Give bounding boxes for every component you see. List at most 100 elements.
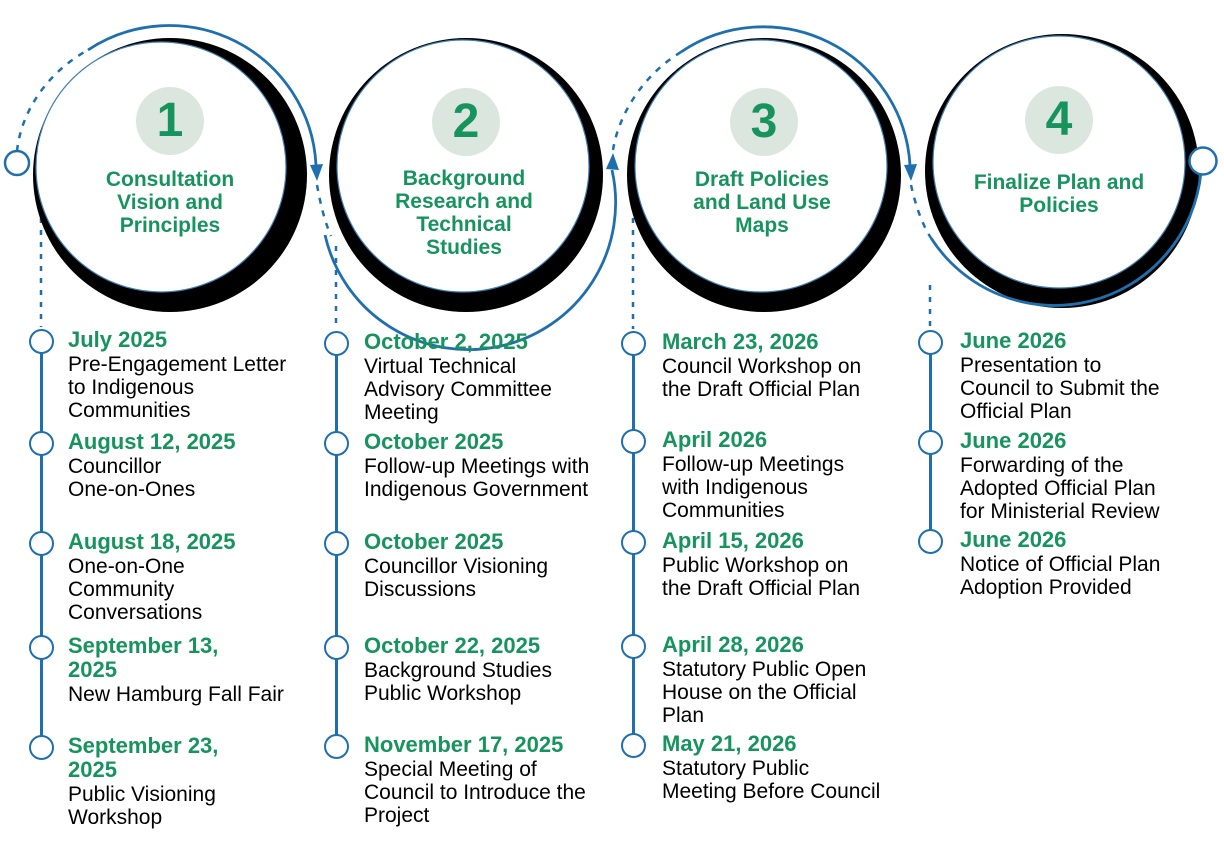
milestone-date: April 28, 2026 bbox=[662, 632, 804, 657]
milestone-description: Presentation to Council to Submit the Of… bbox=[960, 354, 1160, 423]
milestone-bullet bbox=[28, 328, 54, 354]
phase-4-number: 4 bbox=[1025, 86, 1093, 154]
milestone-date: October 2025 bbox=[364, 529, 504, 554]
connector-arc-under-phase-4 bbox=[929, 171, 1203, 307]
milestone-description: Councillor Visioning Discussions bbox=[364, 555, 549, 601]
connector-end-circle bbox=[1188, 146, 1218, 176]
milestone-bullet bbox=[323, 530, 349, 556]
phase-1-face bbox=[35, 41, 287, 293]
phase-2-title: Background Research and Technical Studie… bbox=[395, 167, 533, 259]
phase-2-number: 2 bbox=[432, 88, 500, 156]
phase-3-number: 3 bbox=[730, 88, 798, 156]
milestone-date: October 2025 bbox=[364, 429, 504, 454]
milestone-date: June 2026 bbox=[960, 428, 1067, 453]
phase-3-title: Draft Policies and Land Use Maps bbox=[693, 168, 831, 237]
milestone-description: One-on-One Community Conversations bbox=[68, 555, 203, 624]
connector-start-circle bbox=[3, 149, 31, 177]
milestone-date: September 13, 2025 bbox=[68, 633, 219, 682]
milestone-date: November 17, 2025 bbox=[364, 732, 564, 757]
milestone-date: April 2026 bbox=[662, 427, 768, 452]
connector-arc-over-phase-3 bbox=[680, 25, 912, 166]
connector-arc-over-phase-1 bbox=[87, 24, 318, 166]
milestone-bullet bbox=[323, 634, 349, 660]
milestone-date: August 18, 2025 bbox=[68, 529, 236, 554]
milestone-bullet bbox=[917, 528, 943, 554]
milestone-bullet bbox=[620, 330, 646, 356]
milestone-description: Virtual Technical Advisory Committee Mee… bbox=[364, 355, 552, 424]
milestone-description: New Hamburg Fall Fair bbox=[68, 683, 284, 706]
milestone-bullet bbox=[917, 329, 943, 355]
milestone-date: May 21, 2026 bbox=[662, 731, 797, 756]
milestone-bullet bbox=[323, 430, 349, 456]
milestone-description: Public Visioning Workshop bbox=[68, 783, 216, 829]
connector-dashed-3-4 bbox=[909, 184, 933, 239]
phase-2-face bbox=[336, 39, 590, 293]
milestone-date: October 2, 2025 bbox=[364, 329, 528, 354]
milestone-bullet bbox=[917, 429, 943, 455]
milestone-description: Follow-up Meetings with Indigenous Gover… bbox=[364, 455, 590, 501]
milestone-bullet bbox=[28, 530, 54, 556]
milestone-bullet bbox=[28, 430, 54, 456]
arrow-down-icon bbox=[904, 164, 917, 181]
milestone-bullet bbox=[620, 633, 646, 659]
connector-dashed-2-3 bbox=[611, 50, 682, 151]
milestone-bullet bbox=[620, 529, 646, 555]
milestone-description: Pre-Engagement Letter to Indigenous Comm… bbox=[68, 353, 287, 422]
phase-1-number: 1 bbox=[136, 87, 204, 155]
milestone-date: April 15, 2026 bbox=[662, 528, 804, 553]
milestone-description: Follow-up Meetings with Indigenous Commu… bbox=[662, 453, 845, 522]
phase-1-title: Consultation Vision and Principles bbox=[105, 168, 235, 237]
milestone-date: June 2026 bbox=[960, 328, 1067, 353]
milestone-date: October 22, 2025 bbox=[364, 633, 541, 658]
milestone-description: Councillor One-on-Ones bbox=[68, 455, 196, 501]
milestone-bullet bbox=[620, 428, 646, 454]
milestone-date: September 23, 2025 bbox=[68, 733, 219, 782]
milestone-date: July 2025 bbox=[68, 327, 168, 352]
phase-4-face bbox=[932, 35, 1186, 289]
milestone-bullet bbox=[28, 734, 54, 760]
milestone-bullet bbox=[323, 733, 349, 759]
milestone-description: Background Studies Public Workshop bbox=[364, 659, 552, 705]
milestone-description: Special Meeting of Council to Introduce … bbox=[364, 758, 586, 827]
milestone-description: Statutory Public Meeting Before Council bbox=[662, 757, 881, 803]
milestone-description: Public Workshop on the Draft Official Pl… bbox=[662, 554, 861, 600]
milestone-bullet bbox=[620, 732, 646, 758]
phase-3-face bbox=[634, 39, 888, 293]
milestone-description: Council Workshop on the Draft Official P… bbox=[662, 355, 862, 401]
phase-4-title: Finalize Plan and Policies bbox=[973, 171, 1145, 217]
arrow-up-icon bbox=[606, 153, 619, 170]
milestone-description: Notice of Official Plan Adoption Provide… bbox=[960, 553, 1161, 599]
milestone-date: March 23, 2026 bbox=[662, 329, 819, 354]
connector-dashed-1-2 bbox=[315, 184, 333, 237]
arrow-down-icon bbox=[310, 164, 323, 181]
milestone-description: Forwarding of the Adopted Official Plan … bbox=[960, 454, 1160, 523]
milestone-description: Statutory Public Open House on the Offic… bbox=[662, 658, 867, 727]
milestone-bullet bbox=[323, 330, 349, 356]
milestone-bullet bbox=[28, 634, 54, 660]
milestone-date: June 2026 bbox=[960, 527, 1067, 552]
connector-arc-under-phase-2 bbox=[323, 169, 618, 352]
